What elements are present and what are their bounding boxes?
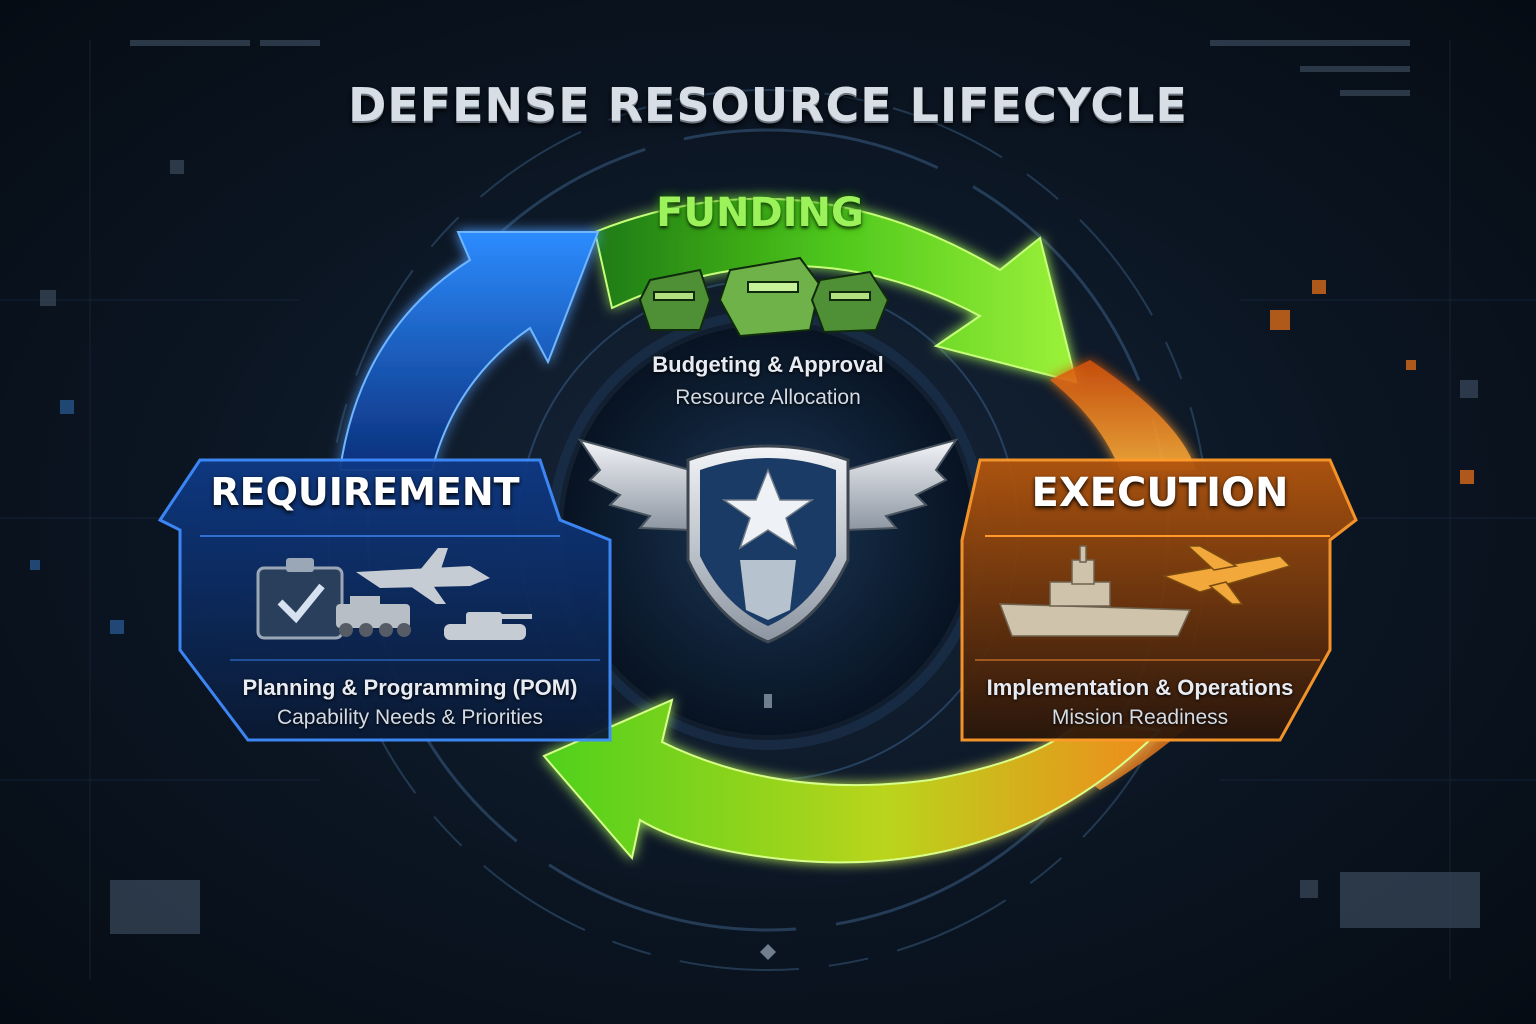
background-blocks <box>40 40 1480 934</box>
execution-arc <box>1050 360 1196 470</box>
page-title: DEFENSE RESOURCE LIFECYCLE <box>348 78 1188 132</box>
execution-line-1: Implementation & Operations <box>986 675 1294 700</box>
fighter-jet-icon <box>1161 545 1292 605</box>
money-stacks-icon <box>638 256 890 338</box>
funding-line-1: Budgeting & Approval <box>652 352 884 377</box>
aircraft-icon <box>356 548 490 604</box>
requirement-title: REQUIREMENT <box>210 470 520 514</box>
background-accents-blue <box>30 400 124 634</box>
winged-shield-star-icon <box>577 438 959 644</box>
background-accents-orange <box>1270 280 1474 484</box>
execution-title: EXECUTION <box>1031 470 1289 516</box>
execution-line-2: Mission Readiness <box>1051 706 1229 729</box>
execution-panel <box>960 458 1358 742</box>
return-arrow <box>542 698 1163 864</box>
tank-icon <box>444 612 532 640</box>
funding-title: FUNDING <box>656 190 864 236</box>
requirement-panel <box>157 458 612 742</box>
requirement-line-1: Planning & Programming (POM) <box>242 675 578 700</box>
requirement-arrow <box>338 231 600 471</box>
clipboard-check-icon <box>256 558 344 640</box>
armored-vehicle-icon <box>336 596 411 637</box>
funding-line-2: Resource Allocation <box>675 386 861 409</box>
requirement-line-2: Capability Needs & Priorities <box>276 706 544 729</box>
warship-icon <box>998 545 1192 637</box>
decor-marks <box>760 694 776 960</box>
